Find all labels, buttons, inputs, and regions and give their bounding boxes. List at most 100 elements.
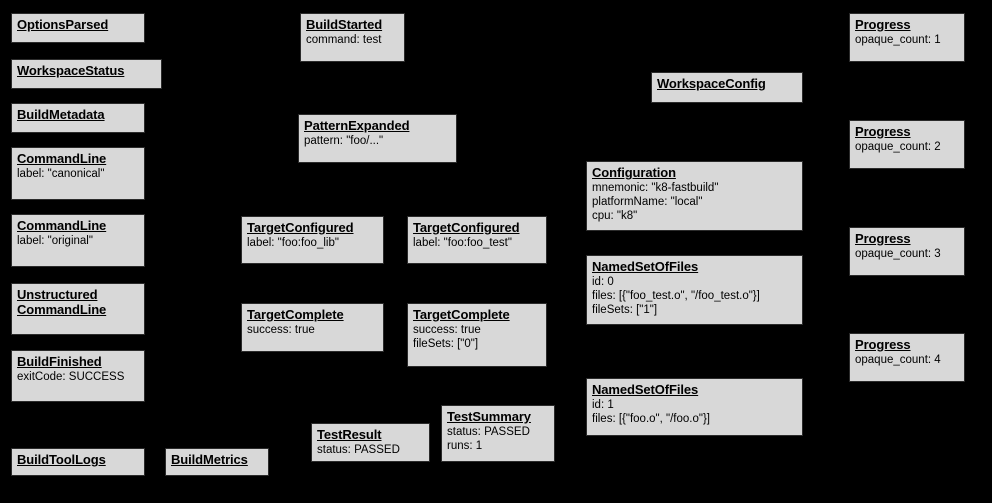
- node-title-line: BuildToolLogs: [17, 452, 106, 467]
- node-fields: opaque_count: 3: [855, 247, 959, 261]
- node-progress-3[interactable]: Progress opaque_count: 3: [849, 227, 965, 276]
- node-command-line-canonical[interactable]: CommandLine label: "canonical": [11, 147, 145, 200]
- node-title-line: BuildStarted: [306, 17, 383, 32]
- node-fields: pattern: "foo/...": [304, 134, 451, 148]
- node-title-line: NamedSetOfFiles: [592, 259, 699, 274]
- node-field: id: 1: [592, 399, 614, 411]
- node-title: TargetComplete: [247, 307, 378, 322]
- node-title: Configuration: [592, 165, 797, 180]
- node-title-line: Configuration: [592, 165, 676, 180]
- node-title: BuildToolLogs: [17, 452, 139, 467]
- node-field: label: "canonical": [17, 168, 105, 180]
- node-title-line: CommandLine: [17, 302, 107, 317]
- node-title-line: TargetConfigured: [247, 220, 354, 235]
- node-title: TargetComplete: [413, 307, 541, 322]
- node-build-started[interactable]: BuildStarted command: test: [300, 13, 405, 62]
- node-title-line: WorkspaceStatus: [17, 63, 125, 78]
- node-title: Progress: [855, 337, 959, 352]
- node-workspace-status[interactable]: WorkspaceStatus: [11, 59, 162, 89]
- node-field: mnemonic: "k8-fastbuild": [592, 182, 719, 194]
- node-fields: status: PASSED: [317, 443, 424, 457]
- node-title: TargetConfigured: [247, 220, 378, 235]
- node-field: files: [{"foo.o", "/foo.o"}]: [592, 413, 710, 425]
- node-field: command: test: [306, 34, 382, 46]
- node-title: TestSummary: [447, 409, 549, 424]
- node-field: label: "foo:foo_lib": [247, 237, 339, 249]
- node-field: cpu: "k8": [592, 210, 638, 222]
- node-title-line: NamedSetOfFiles: [592, 382, 699, 397]
- node-field: success: true: [247, 324, 315, 336]
- node-title: TestResult: [317, 427, 424, 442]
- node-options-parsed[interactable]: OptionsParsed: [11, 13, 145, 43]
- node-test-result[interactable]: TestResult status: PASSED: [311, 423, 430, 462]
- node-title: BuildStarted: [306, 17, 399, 32]
- node-field: files: [{"foo_test.o", "/foo_test.o"}]: [592, 290, 760, 302]
- node-target-configured-foo-test[interactable]: TargetConfigured label: "foo:foo_test": [407, 216, 547, 264]
- node-title: NamedSetOfFiles: [592, 382, 797, 397]
- node-fields: exitCode: SUCCESS: [17, 370, 139, 384]
- node-progress-4[interactable]: Progress opaque_count: 4: [849, 333, 965, 382]
- node-fields: label: "foo:foo_lib": [247, 236, 378, 250]
- node-title-line: OptionsParsed: [17, 17, 109, 32]
- node-title-line: TargetConfigured: [413, 220, 520, 235]
- node-title-line: CommandLine: [17, 218, 107, 233]
- node-field: status: PASSED: [317, 444, 400, 456]
- node-title-line: Progress: [855, 337, 911, 352]
- node-title-line: BuildMetadata: [17, 107, 105, 122]
- node-field: pattern: "foo/...": [304, 135, 384, 147]
- node-build-metrics[interactable]: BuildMetrics: [165, 448, 269, 476]
- node-build-metadata[interactable]: BuildMetadata: [11, 103, 145, 133]
- node-fields: command: test: [306, 33, 399, 47]
- node-target-configured-foo-lib[interactable]: TargetConfigured label: "foo:foo_lib": [241, 216, 384, 264]
- node-named-set-of-files-1[interactable]: NamedSetOfFiles id: 1 files: [{"foo.o", "/…: [586, 378, 803, 436]
- node-title-line: Progress: [855, 124, 911, 139]
- node-title: CommandLine: [17, 151, 139, 166]
- node-field: id: 0: [592, 276, 614, 288]
- node-workspace-config[interactable]: WorkspaceConfig: [651, 72, 803, 103]
- node-field: exitCode: SUCCESS: [17, 371, 125, 383]
- node-title-line: BuildMetrics: [171, 452, 248, 467]
- node-title-line: Progress: [855, 17, 911, 32]
- node-fields: opaque_count: 4: [855, 353, 959, 367]
- node-named-set-of-files-0[interactable]: NamedSetOfFiles id: 0 files: [{"foo_test.o…: [586, 255, 803, 325]
- node-fields: opaque_count: 1: [855, 33, 959, 47]
- node-command-line-original[interactable]: CommandLine label: "original": [11, 214, 145, 267]
- node-title: Progress: [855, 124, 959, 139]
- node-title: TargetConfigured: [413, 220, 541, 235]
- node-title-line: Unstructured: [17, 287, 98, 302]
- node-title-line: Progress: [855, 231, 911, 246]
- node-title: BuildFinished: [17, 354, 139, 369]
- node-title-line: TargetComplete: [413, 307, 510, 322]
- node-title: Progress: [855, 231, 959, 246]
- node-build-tool-logs[interactable]: BuildToolLogs: [11, 448, 145, 476]
- node-field: label: "original": [17, 235, 93, 247]
- node-field: opaque_count: 3: [855, 248, 941, 260]
- node-field: fileSets: ["1"]: [592, 304, 658, 316]
- node-field: opaque_count: 1: [855, 34, 941, 46]
- node-title: NamedSetOfFiles: [592, 259, 797, 274]
- node-fields: id: 1 files: [{"foo.o", "/foo.o"}]: [592, 398, 797, 426]
- node-build-finished[interactable]: BuildFinished exitCode: SUCCESS: [11, 350, 145, 402]
- node-fields: success: true: [247, 323, 378, 337]
- node-title-line: WorkspaceConfig: [657, 76, 766, 91]
- node-target-complete-lib[interactable]: TargetComplete success: true: [241, 303, 384, 352]
- node-field: runs: 1: [447, 440, 483, 452]
- node-title: Progress: [855, 17, 959, 32]
- node-title: BuildMetrics: [171, 452, 263, 467]
- node-progress-1[interactable]: Progress opaque_count: 1: [849, 13, 965, 62]
- node-fields: label: "foo:foo_test": [413, 236, 541, 250]
- node-field: opaque_count: 4: [855, 354, 941, 366]
- node-title: WorkspaceConfig: [657, 76, 797, 91]
- node-field: fileSets: ["0"]: [413, 338, 479, 350]
- node-fields: id: 0 files: [{"foo_test.o", "/foo_test.o…: [592, 275, 797, 317]
- node-field: label: "foo:foo_test": [413, 237, 512, 249]
